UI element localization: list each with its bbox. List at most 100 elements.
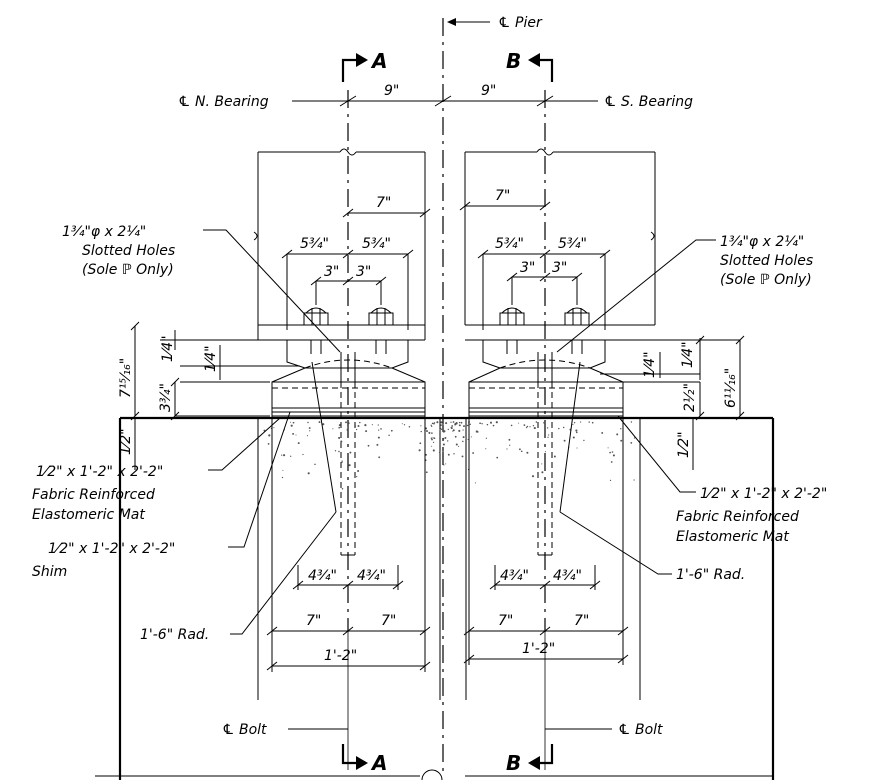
stipple-dot — [431, 425, 433, 428]
stipple-dot — [453, 453, 455, 455]
stipple-dot — [314, 463, 316, 466]
holes-note-right: 1³⁄₄"φ x 2¹⁄₄" Slotted Holes (Sole ℙ Onl… — [556, 234, 813, 353]
holes-note-right-line2: Slotted Holes — [720, 253, 813, 269]
stipple-dot — [541, 471, 544, 474]
stipple-dot — [450, 421, 452, 423]
stipple-dot — [526, 451, 529, 454]
stipple-dot — [433, 437, 436, 439]
stipple-dot — [518, 422, 520, 424]
stipple-dot — [620, 439, 623, 442]
stipple-dot — [535, 421, 538, 423]
section-a-top-label: A — [370, 49, 387, 73]
stipple-dot — [474, 482, 476, 484]
bolt-nut — [499, 307, 525, 326]
dim-seven-r2: 7" — [574, 613, 589, 629]
stipple-dot — [523, 424, 526, 426]
stipple-dot — [495, 421, 498, 424]
stipple-dot — [290, 455, 292, 457]
left-bearing-assembly — [271, 340, 426, 417]
stipple-dot — [403, 424, 406, 426]
stipple-dot — [562, 426, 565, 429]
stipple-dot — [273, 427, 275, 429]
left-bolts — [303, 307, 394, 354]
stipple-dot — [601, 431, 604, 434]
section-b-bottom-label: B — [506, 751, 521, 775]
shim-note-line2: Shim — [32, 564, 67, 580]
mat-note-left-line2: Fabric Reinforced — [32, 487, 155, 503]
bolt-labels: ℄ Bolt ℄ Bolt — [222, 722, 663, 738]
stipple-dot — [431, 432, 433, 434]
section-b-bottom: B — [506, 744, 554, 775]
dim-quarter-l1: 1⁄4" — [160, 335, 176, 362]
four34-dims: 4³⁄₄" 4³⁄₄" 4³⁄₄" 4³⁄₄" — [292, 565, 601, 590]
stipple-dot — [520, 450, 523, 453]
stipple-dot — [572, 436, 575, 439]
stipple-dot — [439, 429, 441, 431]
stipple-dot — [610, 461, 613, 463]
stipple-dot — [573, 422, 576, 424]
stipple-dot — [436, 421, 439, 424]
stipple-dot — [444, 436, 447, 439]
stipple-dot — [356, 476, 358, 478]
stipple-dot — [607, 447, 609, 449]
stipple-dot — [541, 463, 543, 465]
dim-seven-left-top: 7" — [376, 195, 391, 211]
stipple-dot — [401, 423, 403, 425]
stipple-dot — [318, 421, 321, 424]
stipple-dot — [359, 421, 361, 424]
seven-top-dims: 7" 7" — [342, 188, 551, 218]
section-a-bottom: A — [341, 744, 387, 775]
dim-seven-l2: 7" — [381, 613, 396, 629]
dim-half-l: 1⁄2" — [118, 428, 134, 455]
stipple-dot — [338, 424, 341, 427]
stipple-dot — [378, 429, 380, 431]
stipple-dot — [485, 448, 487, 450]
stipple-dot — [420, 425, 422, 427]
stipple-dot — [609, 479, 612, 482]
stipple-dot — [576, 447, 578, 449]
stipple-dot — [332, 428, 334, 430]
stipple-dot — [575, 429, 578, 432]
mat-note-right: 1⁄2" x 1'-2" x 2'-2" Fabric Reinforced E… — [617, 415, 827, 545]
dim-seven-r1: 7" — [498, 613, 513, 629]
mat-note-left-line3: Elastomeric Mat — [32, 507, 145, 523]
holes-note-right-line3: (Sole ℙ Only) — [720, 272, 812, 288]
dim-six11-16: 6¹¹⁄₁₆" — [723, 368, 739, 408]
left-girder — [253, 148, 426, 341]
stipple-dot — [307, 472, 310, 475]
pier-label: ℄ Pier — [447, 15, 543, 31]
stipple-dot — [334, 450, 337, 452]
stipple-dot — [431, 422, 433, 425]
stipple-dot — [458, 445, 460, 447]
stipple-dot — [408, 426, 411, 428]
stipple-dot — [357, 425, 360, 427]
stipple-dot — [463, 425, 465, 428]
stipple-dot — [532, 425, 535, 427]
stipple-dot — [460, 421, 463, 424]
stipple-dot — [268, 434, 271, 437]
stipple-dot — [472, 452, 475, 454]
stipple-dot — [433, 422, 435, 425]
stipple-dot — [338, 436, 341, 439]
dim-nine-left: 9" — [384, 83, 399, 99]
dim-three-r2: 3" — [552, 260, 567, 276]
stipple-dot — [462, 440, 464, 443]
stipple-dot — [341, 488, 344, 490]
rad-note-left-text: 1'-6" Rad. — [140, 627, 209, 643]
stipple-dot — [345, 421, 347, 424]
n-bearing-label: ℄ N. Bearing — [178, 94, 269, 110]
stipple-dot — [267, 443, 270, 445]
stipple-dot — [455, 443, 458, 446]
dim-four34-r2: 4³⁄₄" — [553, 568, 582, 584]
stipple-dot — [443, 464, 445, 466]
stipple-dot — [543, 421, 546, 424]
stipple-dot — [563, 439, 566, 442]
stipple-dot — [357, 470, 360, 472]
pier-label-text: ℄ Pier — [498, 15, 543, 31]
stipple-dot — [479, 422, 481, 425]
mat-note-right-line2: Fabric Reinforced — [676, 509, 799, 525]
stipple-dot — [283, 454, 286, 457]
s-bearing-label: ℄ S. Bearing — [604, 94, 693, 110]
stipple-dot — [476, 431, 479, 433]
right-bearing-assembly — [468, 340, 624, 417]
